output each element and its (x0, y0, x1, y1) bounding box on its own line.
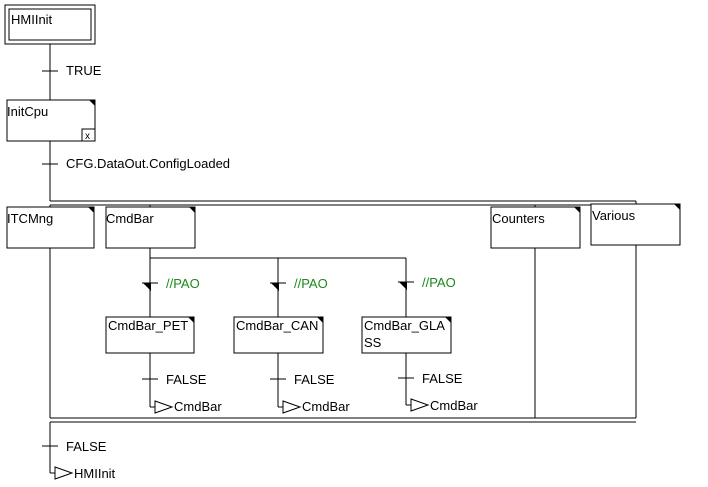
jump-arrow-icon (410, 398, 430, 412)
step-cmdbar[interactable]: CmdBar (105, 206, 196, 249)
jump-hmiinit[interactable]: HMIInit (50, 466, 116, 481)
parallel-convergence (50, 417, 636, 423)
step-hmiinit[interactable]: HMIInit (4, 4, 96, 45)
step-various[interactable]: Various (590, 203, 681, 246)
jump-cmdbar-pet[interactable]: CmdBar (150, 399, 222, 414)
jump-cmdbar-can[interactable]: CmdBar (278, 399, 350, 414)
step-various-label: Various (592, 208, 636, 223)
step-cmdbar-can[interactable]: CmdBar_CAN (233, 316, 324, 354)
jump-cmdbar-glass-label: CmdBar (430, 398, 478, 413)
jump-arrow-icon (54, 466, 74, 480)
step-initcpu-action-flag: x (85, 131, 90, 142)
jump-cmdbar-can-label: CmdBar (302, 399, 350, 414)
transition-false-can-label: FALSE (294, 372, 335, 387)
transition-false-can[interactable]: FALSE (270, 372, 335, 387)
transition-false-glass[interactable]: FALSE (398, 371, 463, 386)
transition-false-final[interactable]: FALSE (42, 439, 107, 454)
step-itcmng-label: ITCMng (7, 211, 53, 226)
step-cmdbar-pet[interactable]: CmdBar_PET (105, 316, 195, 354)
step-initcpu-label: InitCpu (7, 104, 48, 119)
step-cmdbar-pet-label: CmdBar_PET (108, 318, 188, 333)
jump-hmiinit-label: HMIInit (74, 466, 116, 481)
step-initcpu[interactable]: InitCpu x (6, 99, 96, 142)
jump-cmdbar-glass[interactable]: CmdBar (406, 398, 478, 413)
step-counters-label: Counters (492, 211, 545, 226)
step-cmdbar-can-label: CmdBar_CAN (236, 318, 318, 333)
transition-false-glass-label: FALSE (422, 371, 463, 386)
transition-true[interactable]: TRUE (42, 63, 102, 78)
comment-pao-glass: //PAO (422, 275, 456, 290)
step-itcmng[interactable]: ITCMng (6, 206, 95, 249)
transition-true-label: TRUE (66, 63, 102, 78)
transition-configloaded-label: CFG.DataOut.ConfigLoaded (66, 156, 230, 171)
comment-pao-pet: //PAO (166, 276, 200, 291)
transition-false-pet-label: FALSE (166, 372, 207, 387)
jump-arrow-icon (154, 400, 174, 414)
jump-cmdbar-pet-label: CmdBar (174, 399, 222, 414)
transition-false-final-label: FALSE (66, 439, 107, 454)
parallel-divergence (50, 200, 636, 206)
transition-false-pet[interactable]: FALSE (142, 372, 207, 387)
transition-pao-can[interactable]: //PAO (270, 276, 328, 291)
step-cmdbar-glass-label-line2: SS (364, 335, 382, 350)
step-cmdbar-glass[interactable]: CmdBar_GLA SS (361, 316, 452, 354)
transition-configloaded[interactable]: CFG.DataOut.ConfigLoaded (42, 156, 230, 171)
step-cmdbar-glass-label-line1: CmdBar_GLA (364, 318, 445, 333)
jump-arrow-icon (282, 400, 302, 414)
step-cmdbar-label: CmdBar (106, 211, 154, 226)
step-hmiinit-label: HMIInit (11, 12, 53, 27)
transition-pao-glass[interactable]: //PAO (398, 275, 456, 290)
comment-pao-can: //PAO (294, 276, 328, 291)
step-counters[interactable]: Counters (490, 206, 581, 249)
transition-pao-pet[interactable]: //PAO (142, 276, 200, 291)
